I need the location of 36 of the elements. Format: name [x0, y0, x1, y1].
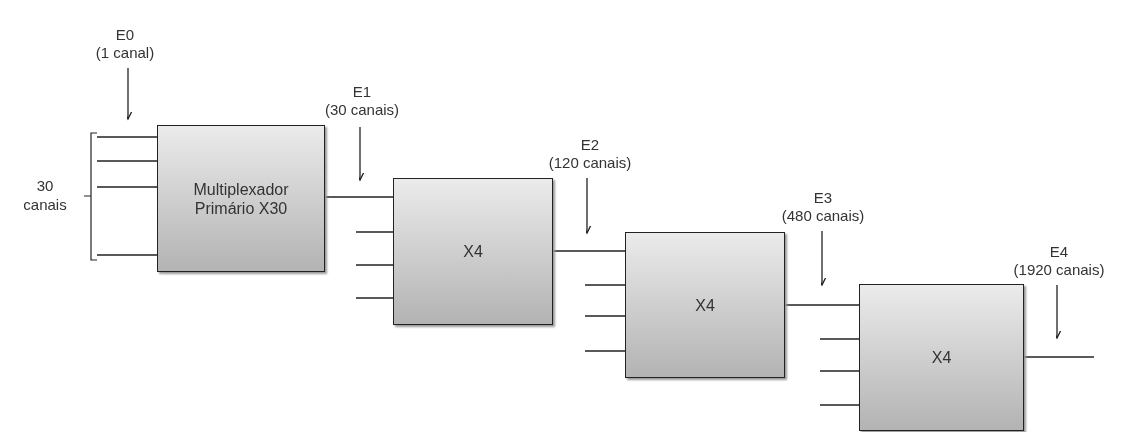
channel-count: (1 canal) — [94, 44, 156, 62]
connector-line — [584, 315, 626, 317]
connector-line — [96, 160, 158, 162]
connector-line — [96, 136, 158, 138]
block-label: X4 — [694, 295, 716, 315]
block-label: X4 — [930, 348, 953, 367]
multiplexer-box — [859, 284, 1024, 431]
connector-line — [819, 370, 860, 372]
connector-line — [355, 231, 394, 233]
connector-line — [355, 264, 394, 266]
connector-line — [96, 186, 158, 188]
multiplexer-box — [393, 178, 553, 325]
connector-line — [584, 350, 626, 352]
connector-line — [1023, 356, 1095, 358]
connector-line — [552, 250, 626, 252]
connector-line — [819, 338, 860, 340]
multiplexer-box — [157, 125, 325, 272]
channel-count: (1920 canais) — [1012, 261, 1106, 279]
connector-line — [96, 254, 158, 256]
block-label: X4 — [462, 242, 484, 261]
stage-label: E1 — [351, 83, 373, 101]
connector-line — [784, 304, 860, 306]
channel-count: (30 canais) — [323, 101, 401, 119]
block-label: Multiplexador Primário X30 — [192, 179, 290, 218]
channel-count: (120 canais) — [547, 154, 633, 172]
channel-count: (480 canais) — [780, 207, 866, 225]
stage-label: E0 — [114, 26, 136, 44]
channel-group-label: 30 canais — [22, 176, 68, 214]
stage-label: E4 — [1048, 243, 1070, 261]
connector-line — [355, 297, 394, 299]
multiplexer-box — [625, 232, 785, 378]
stage-label: E2 — [579, 136, 601, 154]
connector-line — [584, 284, 626, 286]
stage-label: E3 — [812, 189, 834, 207]
connector-line — [324, 196, 394, 198]
connector-line — [819, 404, 860, 406]
